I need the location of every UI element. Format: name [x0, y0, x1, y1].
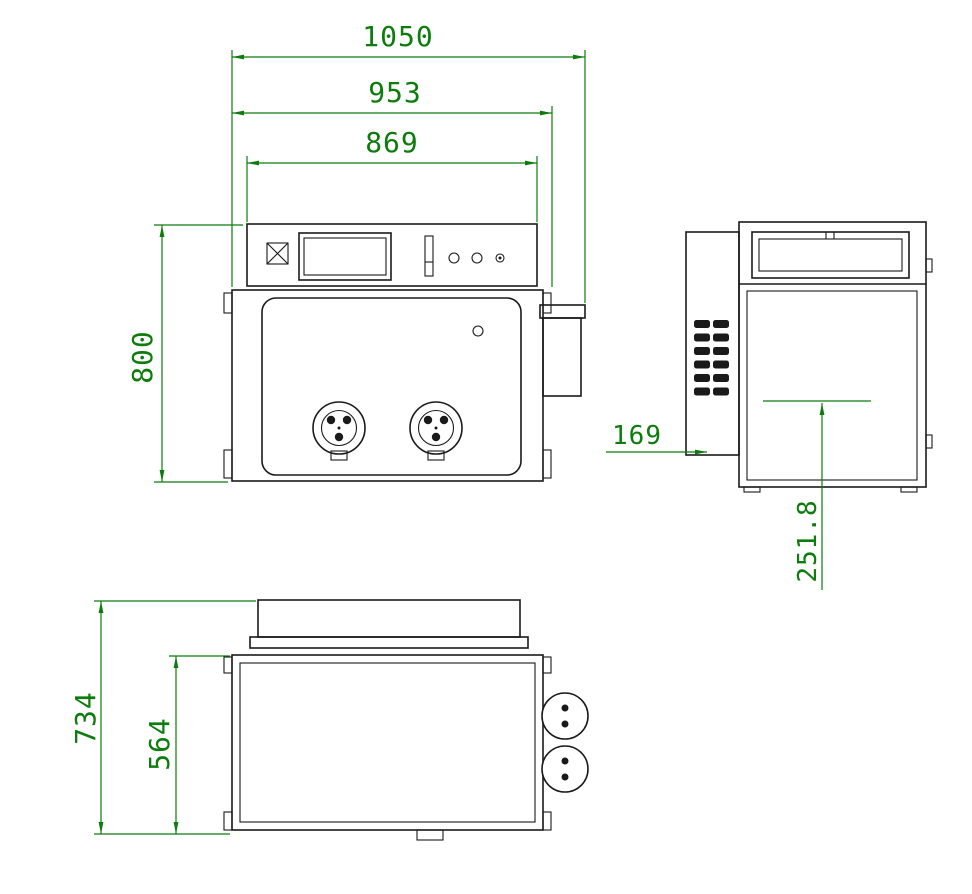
dimension-body-width: 953 [232, 76, 553, 287]
hinges [925, 258, 933, 449]
control-panel [246, 223, 538, 287]
side-body [738, 221, 927, 488]
feet [743, 486, 918, 493]
side-protrusion-box [539, 304, 586, 397]
dimension-front-height: 800 [126, 224, 243, 483]
vent-grille [694, 320, 729, 396]
dimension-body-depth: 564 [143, 655, 230, 834]
dimension-depth-to-axis: 251.8 [763, 400, 871, 590]
logo-square-icon [266, 242, 289, 265]
plan-connector-upper [541, 692, 589, 740]
rear-panel [257, 599, 521, 638]
dim-label-overall-depth: 734 [69, 691, 102, 745]
dim-label-panel-width: 869 [365, 126, 419, 159]
plan-inner-frame [239, 662, 536, 823]
side-inner-frame [746, 290, 918, 481]
plan-body [231, 654, 544, 831]
connector-pins [326, 415, 352, 442]
side-top-window [751, 231, 910, 279]
bottom-view [223, 599, 589, 841]
plan-connector-lower [541, 745, 589, 793]
dimension-overall-depth: 734 [69, 600, 256, 835]
bottom-tab [416, 829, 444, 841]
front-view [223, 223, 586, 482]
connector-socket-right [409, 401, 463, 461]
dim-label-overall-width: 1050 [362, 20, 433, 53]
side-view [685, 221, 933, 493]
side-front-panel [685, 231, 740, 456]
indicator-slot [424, 235, 434, 277]
dim-label-side-inset: 169 [612, 421, 662, 451]
rear-strip [249, 636, 529, 649]
cabinet-body [231, 289, 544, 482]
dim-label-front-height: 800 [126, 330, 159, 384]
door-lock [472, 325, 484, 337]
dim-label-body-depth: 564 [143, 717, 176, 771]
mounting-tabs [223, 292, 552, 479]
dimension-panel-width: 869 [246, 126, 538, 222]
connector-socket-left [312, 401, 366, 461]
panel-buttons [448, 252, 505, 264]
dimension-overall-width: 1050 [231, 20, 586, 303]
dim-label-depth-to-axis: 251.8 [793, 499, 823, 582]
connector-pins [423, 415, 449, 442]
display-screen [298, 232, 392, 281]
plan-mounting-tabs [223, 656, 552, 831]
dim-label-body-width: 953 [368, 76, 422, 109]
dimension-side-inset: 169 [606, 421, 707, 455]
cabinet-door [261, 297, 522, 476]
